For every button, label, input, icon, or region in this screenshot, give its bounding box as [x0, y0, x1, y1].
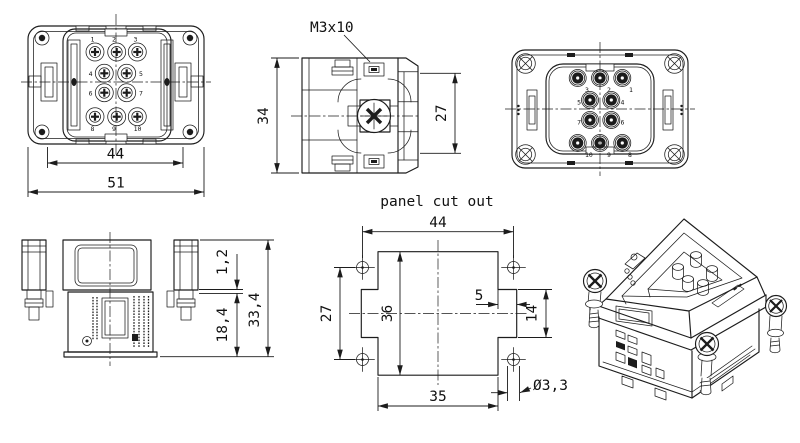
pin-label: 9 — [607, 151, 611, 159]
pin-label: 2 — [112, 36, 116, 44]
screw-label: M3x10 — [310, 20, 354, 36]
pin-label: 10 — [585, 151, 593, 159]
pin-label: 1 — [629, 86, 633, 94]
mounted-side-view: 1,2 18,4 33,4 — [21, 232, 274, 366]
iso-right-screw — [764, 294, 788, 354]
dim-5: 5 — [475, 288, 484, 304]
dim-hole-dia: Ø3,3 — [533, 378, 568, 394]
dim-36: 36 — [380, 305, 396, 322]
rear-view: 3 2 1 5 4 7 6 10 9 8 — [505, 42, 695, 176]
pin-label: 4 — [89, 70, 93, 78]
pin-label: 8 — [628, 151, 632, 159]
dim-27: 27 — [319, 305, 335, 322]
dim-35: 35 — [429, 389, 446, 405]
side-view: 34 27 M3x10 — [256, 20, 461, 174]
dim-27: 27 — [434, 105, 450, 122]
iso-left-screw — [582, 268, 608, 329]
pin-label: 3 — [134, 36, 138, 44]
dim-44: 44 — [107, 147, 125, 163]
panel-cutout-title: panel cut out — [380, 194, 494, 210]
pin-label: 10 — [134, 125, 142, 133]
pin-label: 7 — [577, 119, 581, 127]
panel-cutout-view: panel cut out 44 27 36 5 14 35 Ø3,3 — [319, 194, 568, 411]
pin-label: 5 — [577, 99, 581, 107]
pin-label: 1 — [91, 36, 95, 44]
dim-51: 51 — [107, 176, 124, 192]
pin-label: 2 — [607, 86, 611, 94]
pin-label: 4 — [621, 99, 625, 107]
pin-label: 6 — [621, 119, 625, 127]
pin-label: 8 — [91, 125, 95, 133]
dim-1-2: 1,2 — [215, 249, 231, 275]
dim-33-4: 33,4 — [247, 292, 263, 327]
dim-34: 34 — [256, 107, 272, 125]
pin-label: 9 — [112, 125, 116, 133]
front-view: 1 2 3 4 5 6 7 8 9 10 44 51 — [21, 14, 211, 197]
isometric-view — [582, 218, 788, 401]
dim-14: 14 — [525, 305, 541, 323]
pin-label: 7 — [139, 90, 143, 98]
pin-label: 6 — [89, 90, 93, 98]
dim-18-4: 18,4 — [215, 307, 231, 342]
iso-front-screw — [694, 331, 720, 396]
pin-label: 3 — [585, 86, 589, 94]
pin-label: 5 — [139, 70, 143, 78]
dim-44: 44 — [429, 215, 447, 231]
